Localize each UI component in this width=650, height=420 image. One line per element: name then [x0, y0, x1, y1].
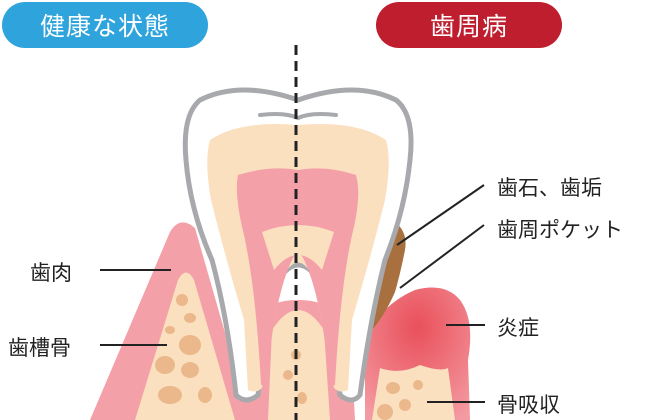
label-bone-resorption: 骨吸収 [497, 393, 560, 417]
disease-header-label: 歯周病 [429, 12, 508, 41]
inflamed-gum [365, 287, 471, 420]
label-calculus-plaque: 歯石、歯垢 [497, 176, 602, 200]
label-gum: 歯肉 [30, 261, 72, 285]
label-alveolar-bone: 歯槽骨 [8, 336, 71, 360]
calculus [372, 222, 406, 330]
label-periodontal-pocket: 歯周ポケット [497, 218, 623, 242]
leader-lines [100, 184, 485, 403]
label-inflammation: 炎症 [497, 316, 539, 340]
tooth [182, 87, 414, 403]
healthy-header-label: 健康な状態 [39, 12, 170, 41]
disease-header: 歯周病 [376, 2, 562, 48]
healthy-header: 健康な状態 [2, 2, 208, 48]
healthy-gum [90, 222, 250, 420]
